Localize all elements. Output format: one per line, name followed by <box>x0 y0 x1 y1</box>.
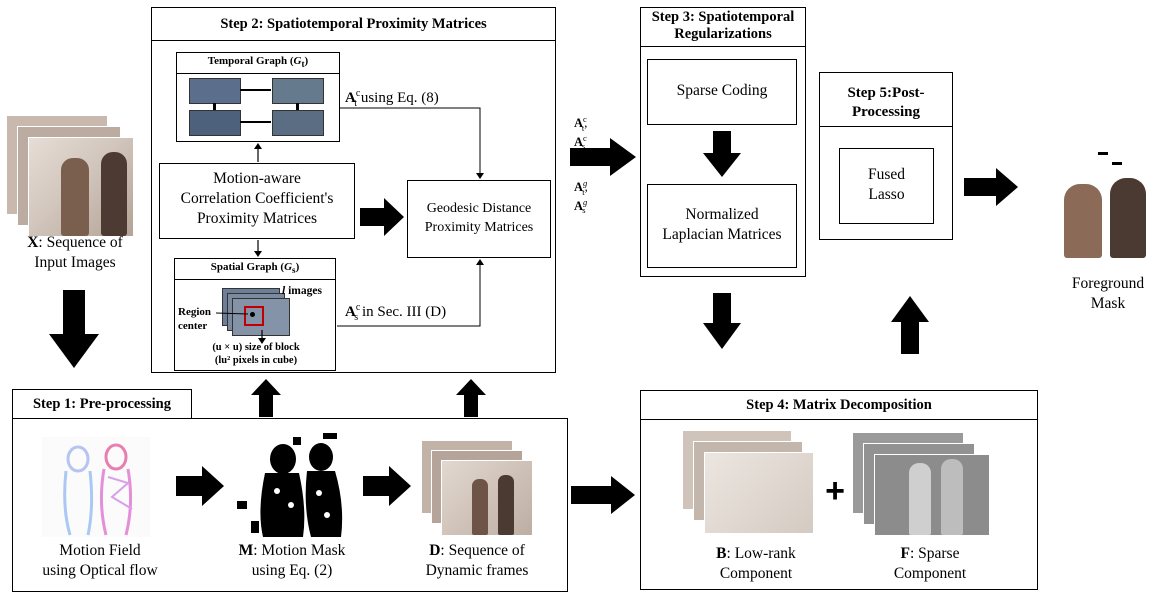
dynamic-frame <box>441 460 533 536</box>
input-frame <box>28 137 134 237</box>
fused-lasso-box <box>839 148 934 224</box>
graph-node-frame <box>272 78 324 104</box>
motion-field-drawing <box>63 443 133 536</box>
step4-title: Step 4: Matrix Decomposition <box>640 390 1038 420</box>
spatial-graph-label: Spatial Graph (Gs) <box>174 261 336 280</box>
mask-frame-edge <box>1112 162 1122 165</box>
region-block <box>244 306 264 326</box>
person-figure <box>61 158 89 236</box>
arrow-sparse-to-laplacian <box>703 131 741 177</box>
l-images-label: l images <box>282 285 322 297</box>
arrow-step5-to-output <box>964 168 1018 206</box>
motion-mask-image <box>233 431 351 539</box>
matrix-symbols-top: Act, Acs <box>574 114 588 152</box>
person-figure <box>101 152 127 236</box>
region-pointer <box>215 312 266 344</box>
arrow-step4-to-step5 <box>891 296 929 354</box>
graph-node-frame <box>272 110 324 136</box>
low-rank-frame <box>704 452 814 534</box>
person-figure <box>498 475 514 535</box>
arrow-step1-to-step4 <box>571 476 635 514</box>
arrow-step3-to-step4 <box>703 293 741 349</box>
temporal-matrix-label: Act using Eq. (8) <box>345 88 439 109</box>
motion-mask-drawing <box>237 433 343 537</box>
graph-edge <box>240 121 271 123</box>
laplacian-box <box>647 184 797 268</box>
arrow-field-to-mask <box>176 466 224 506</box>
graph-edge <box>240 89 271 91</box>
graph-node-frame <box>189 78 241 104</box>
matrix-symbols-bottom: Agt, Ags <box>574 178 588 216</box>
block-size-label: (u × u) size of block(lu² pixels in cube… <box>212 342 300 367</box>
person-figure <box>1064 184 1102 258</box>
arrow-step2-to-step3 <box>570 138 636 176</box>
sparse-frame <box>874 454 990 536</box>
motion-field-image <box>42 437 150 537</box>
step2-connectors <box>254 107 484 327</box>
sparse-coding-box <box>647 59 797 125</box>
geodesic-box <box>407 180 551 258</box>
person-figure <box>941 459 963 535</box>
person-figure <box>472 479 488 535</box>
graph-node-frame <box>189 110 241 136</box>
step1-title: Step 1: Pre-processing <box>12 389 192 419</box>
arrow-input-to-step1 <box>49 290 99 368</box>
motion-aware-box <box>159 163 355 239</box>
sparse-coding-text: Sparse Coding <box>676 82 768 99</box>
graph-edge <box>213 103 216 110</box>
person-figure <box>909 463 931 535</box>
arrow-step1-to-step2-left <box>251 379 281 417</box>
cube-frame <box>232 298 290 336</box>
region-center-dot <box>250 312 255 317</box>
graph-edge <box>296 103 299 110</box>
temporal-graph-label: Temporal Graph (Gt) <box>176 55 340 74</box>
person-figure <box>1110 178 1146 258</box>
mask-frame-edge <box>1098 152 1108 155</box>
arrow-motion-to-geodesic <box>360 198 404 236</box>
step2-title: Step 2: Spatiotemporal Proximity Matrice… <box>151 7 556 41</box>
plus-sign: + <box>825 472 845 510</box>
spatial-matrix-label: Acs in Sec. III (D) <box>345 302 447 323</box>
arrow-step1-to-step2-right <box>456 379 486 417</box>
arrow-mask-to-dynamic <box>363 466 411 506</box>
step5-title: Step 5:Post-Processing <box>819 84 953 127</box>
